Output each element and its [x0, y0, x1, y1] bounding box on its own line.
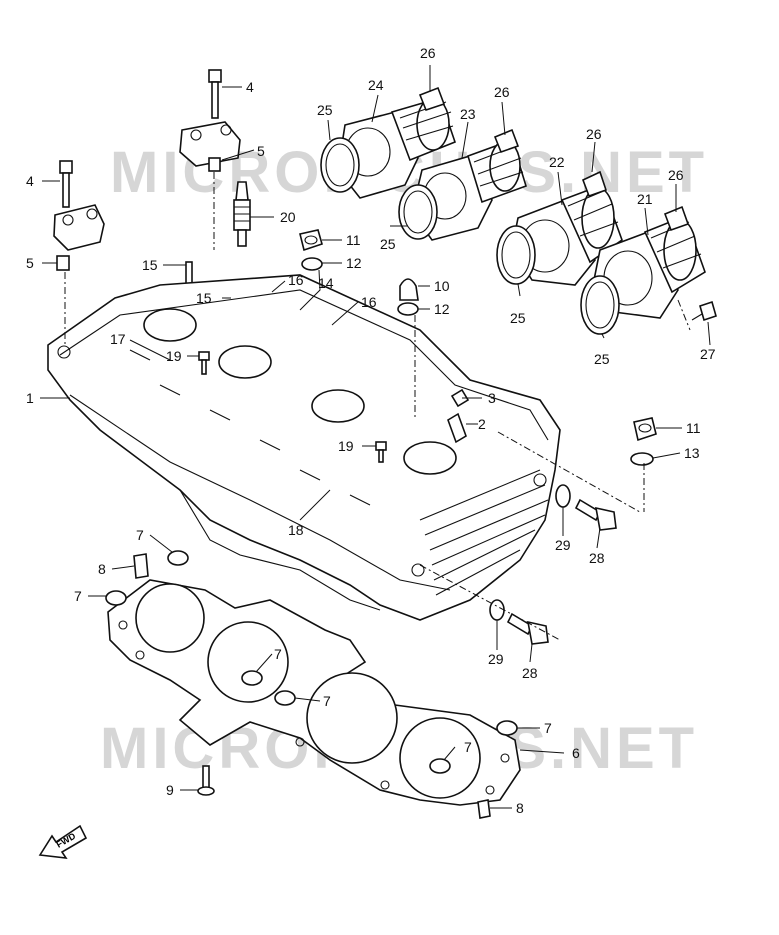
callout-26-b: 26 — [494, 84, 510, 100]
callout-4-b: 4 — [26, 173, 34, 189]
callout-24: 24 — [368, 77, 384, 93]
callout-25-c: 25 — [510, 310, 526, 326]
fwd-arrow-icon: FWD — [38, 824, 88, 859]
pipe-2 — [447, 412, 467, 444]
callout-19-b: 19 — [338, 438, 354, 454]
callout-22: 22 — [549, 154, 565, 170]
bolt-4-left — [59, 160, 73, 208]
callout-15-b: 15 — [196, 290, 212, 306]
washer-12-top — [301, 257, 323, 271]
callout-7-a: 7 — [136, 527, 144, 543]
o-rings-25 — [320, 137, 620, 335]
seal-7-c — [241, 670, 263, 686]
callout-15-a: 15 — [142, 257, 158, 273]
spark-plug-20 — [233, 181, 251, 247]
callout-7-d: 7 — [323, 693, 331, 709]
callout-4-a: 4 — [246, 79, 254, 95]
callout-25-b: 25 — [380, 236, 396, 252]
intake-pipe-24 — [337, 97, 457, 199]
clamps-26 — [418, 86, 690, 232]
pipe-3 — [450, 388, 470, 408]
washer-13 — [630, 452, 654, 466]
callout-2: 2 — [478, 416, 486, 432]
bolt-28-bottom — [506, 612, 549, 645]
callout-28-b: 28 — [522, 665, 538, 681]
bolt-28-top — [574, 498, 617, 531]
callout-29-b: 29 — [488, 651, 504, 667]
nut-11-top — [299, 229, 323, 252]
callout-6: 6 — [572, 745, 580, 761]
callout-21: 21 — [637, 191, 653, 207]
callout-1: 1 — [26, 390, 34, 406]
callout-7-b: 7 — [74, 588, 82, 604]
washer-12-right — [397, 302, 419, 316]
nut-11-right — [633, 417, 657, 442]
callout-16-a: 16 — [288, 272, 304, 288]
seal-7-d — [274, 690, 296, 706]
bolt-4-upper — [208, 69, 222, 119]
screw-27 — [691, 300, 717, 322]
callout-20: 20 — [280, 209, 296, 225]
callout-26-d: 26 — [668, 167, 684, 183]
callout-26-a: 26 — [420, 45, 436, 61]
dowel-8-left — [133, 553, 149, 579]
callout-7-c: 7 — [274, 646, 282, 662]
callout-12-a: 12 — [346, 255, 362, 271]
callout-5-b: 5 — [26, 255, 34, 271]
callout-8-b: 8 — [516, 800, 524, 816]
cam-holder-left — [53, 204, 105, 251]
callout-27: 27 — [700, 346, 716, 362]
washer-29-top — [555, 484, 571, 508]
seal-7-b — [105, 590, 127, 606]
callout-25-a: 25 — [317, 102, 333, 118]
callout-8-a: 8 — [98, 561, 106, 577]
callout-7-e: 7 — [544, 720, 552, 736]
callout-19-a: 19 — [166, 348, 182, 364]
seal-7-e — [496, 720, 518, 736]
callout-12-b: 12 — [434, 301, 450, 317]
callout-labels: 26 24 26 23 25 26 22 26 21 25 25 25 27 4… — [26, 45, 716, 816]
callout-3: 3 — [488, 390, 496, 406]
seal-7-f — [429, 758, 451, 774]
callout-28-a: 28 — [589, 550, 605, 566]
intake-pipe-23 — [411, 138, 527, 241]
callout-5-a: 5 — [257, 143, 265, 159]
bolt-9 — [197, 765, 215, 796]
dowel-5-left — [56, 255, 70, 271]
callout-7-f: 7 — [464, 739, 472, 755]
dowel-8-right — [477, 799, 491, 819]
callout-10: 10 — [434, 278, 450, 294]
callout-26-c: 26 — [586, 126, 602, 142]
head-gasket-6 — [107, 579, 521, 806]
callout-17: 17 — [110, 331, 126, 347]
cylinder-head — [47, 274, 561, 621]
callout-18: 18 — [288, 522, 304, 538]
callout-14: 14 — [318, 275, 334, 291]
callout-23: 23 — [460, 106, 476, 122]
leader-lines — [40, 65, 711, 809]
callout-11-b: 11 — [686, 420, 701, 436]
washer-29-bottom — [489, 599, 505, 621]
callout-29-a: 29 — [555, 537, 571, 553]
cap-nut-10 — [399, 278, 419, 301]
seal-7-a — [167, 550, 189, 566]
callout-13: 13 — [684, 445, 700, 461]
cam-holder-upper — [179, 121, 241, 167]
callout-11-a: 11 — [346, 232, 361, 248]
callout-9: 9 — [166, 782, 174, 798]
callout-16-b: 16 — [361, 294, 377, 310]
dowel-5-upper — [208, 157, 221, 172]
callout-25-d: 25 — [594, 351, 610, 367]
